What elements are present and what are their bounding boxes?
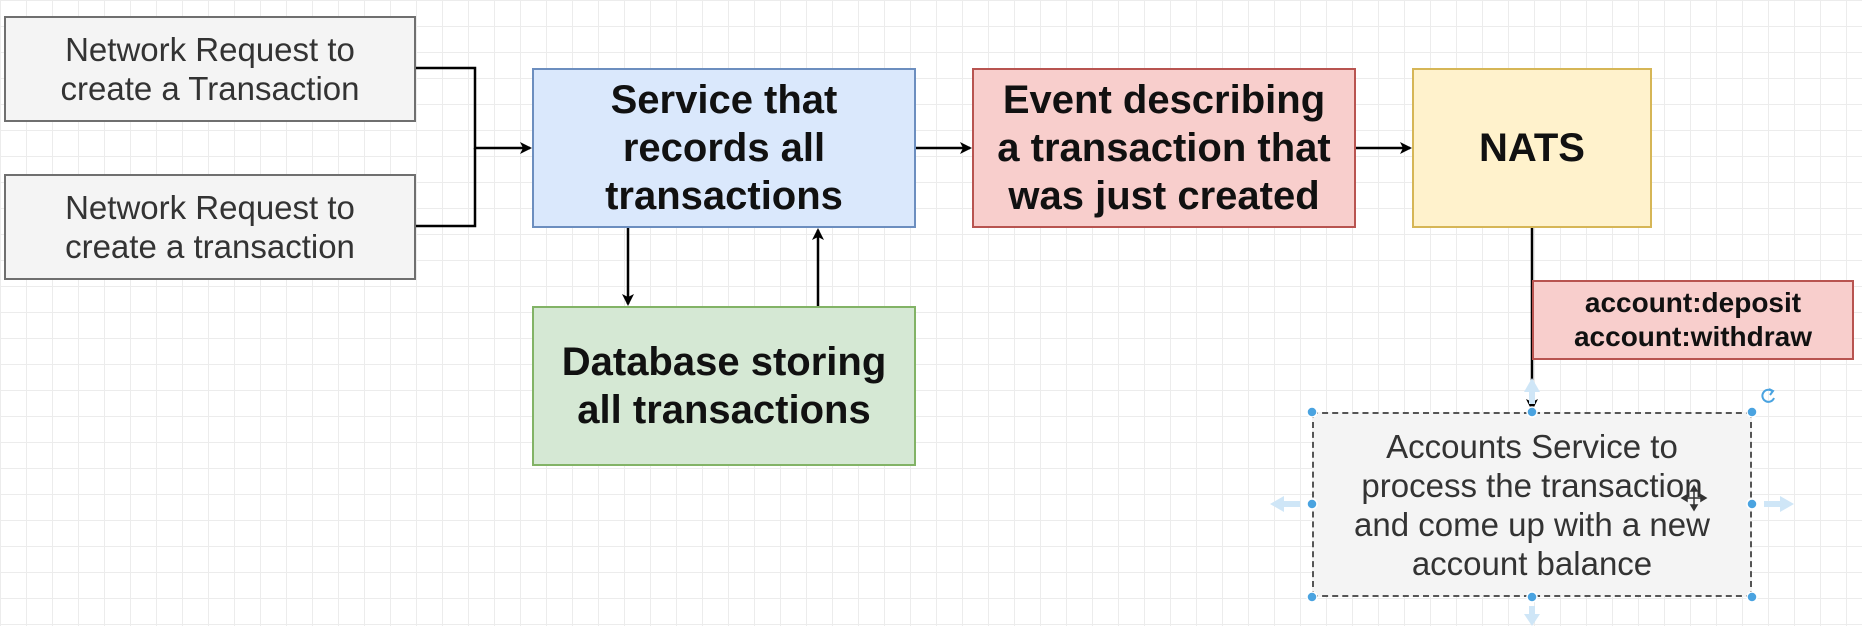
accounts-service-label: Accounts Service to process the transact… (1354, 427, 1710, 582)
nats-node[interactable]: NATS (1412, 68, 1652, 228)
channels-label: account:deposit account:withdraw (1573, 287, 1812, 352)
network-request-label-2: Network Request to create a transaction (65, 189, 355, 265)
channels-label-node[interactable]: account:deposit account:withdraw (1532, 280, 1854, 360)
event-node[interactable]: Event describing a transaction that was … (972, 68, 1356, 228)
service-label: Service that records all transactions (605, 78, 843, 218)
network-request-node-2[interactable]: Network Request to create a transaction (4, 174, 416, 280)
database-node[interactable]: Database storing all transactions (532, 306, 916, 466)
network-request-node-1[interactable]: Network Request to create a Transaction (4, 16, 416, 122)
accounts-service-node[interactable]: Accounts Service to process the transact… (1312, 412, 1752, 597)
network-request-label-1: Network Request to create a Transaction (60, 31, 360, 107)
service-node[interactable]: Service that records all transactions (532, 68, 916, 228)
edge-req2-to-service (416, 148, 477, 228)
nats-label: NATS (1479, 126, 1585, 170)
edge-req1-to-service (416, 66, 532, 154)
event-label: Event describing a transaction that was … (997, 78, 1331, 218)
database-label: Database storing all transactions (561, 340, 887, 432)
